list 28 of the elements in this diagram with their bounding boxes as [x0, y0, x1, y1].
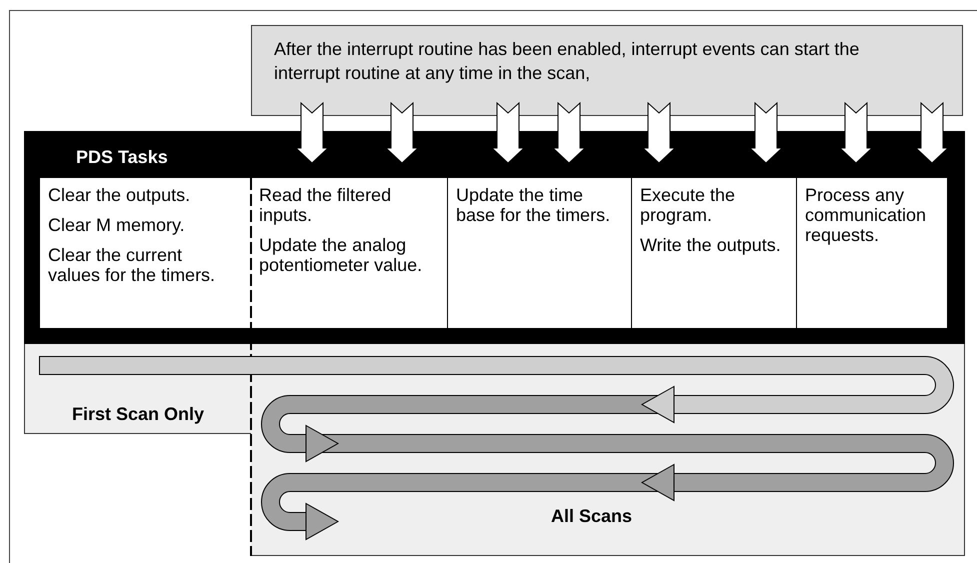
interrupt-arrow	[748, 102, 784, 164]
task-column	[40, 178, 251, 328]
task-text: Update the time base for the timers.	[456, 185, 612, 225]
task-text: Clear the current values for the timers.	[48, 245, 216, 285]
interrupt-arrow	[384, 102, 420, 164]
interrupt-arrow	[552, 102, 586, 164]
task-text: Execute the program.	[640, 185, 736, 225]
task-text: Update the analog potentiometer value.	[259, 235, 424, 275]
note-box	[251, 25, 963, 116]
region-label: First Scan Only	[70, 404, 206, 424]
task-column	[796, 178, 947, 328]
band-title: PDS Tasks	[76, 147, 169, 167]
task-text: Write the outputs.	[640, 235, 782, 255]
interrupt-arrow	[294, 102, 330, 164]
task-column	[631, 178, 796, 328]
task-text: Clear the outputs.	[48, 185, 192, 205]
task-text: Process any communication requests.	[805, 185, 928, 245]
note-text: After the interrupt routine has been enabled, interrupt events can start the interrupt routine at any time in the scan,	[274, 38, 860, 85]
task-column	[251, 178, 447, 328]
task-text: Clear M memory.	[48, 215, 186, 235]
task-text: Read the filtered inputs.	[259, 185, 392, 225]
task-column	[447, 178, 631, 328]
interrupt-arrow	[642, 102, 676, 164]
region-label: All Scans	[551, 506, 632, 526]
tasks-band	[24, 131, 965, 344]
interrupt-arrow	[490, 102, 526, 164]
interrupt-arrow	[914, 102, 950, 164]
interrupt-arrow	[838, 102, 874, 164]
